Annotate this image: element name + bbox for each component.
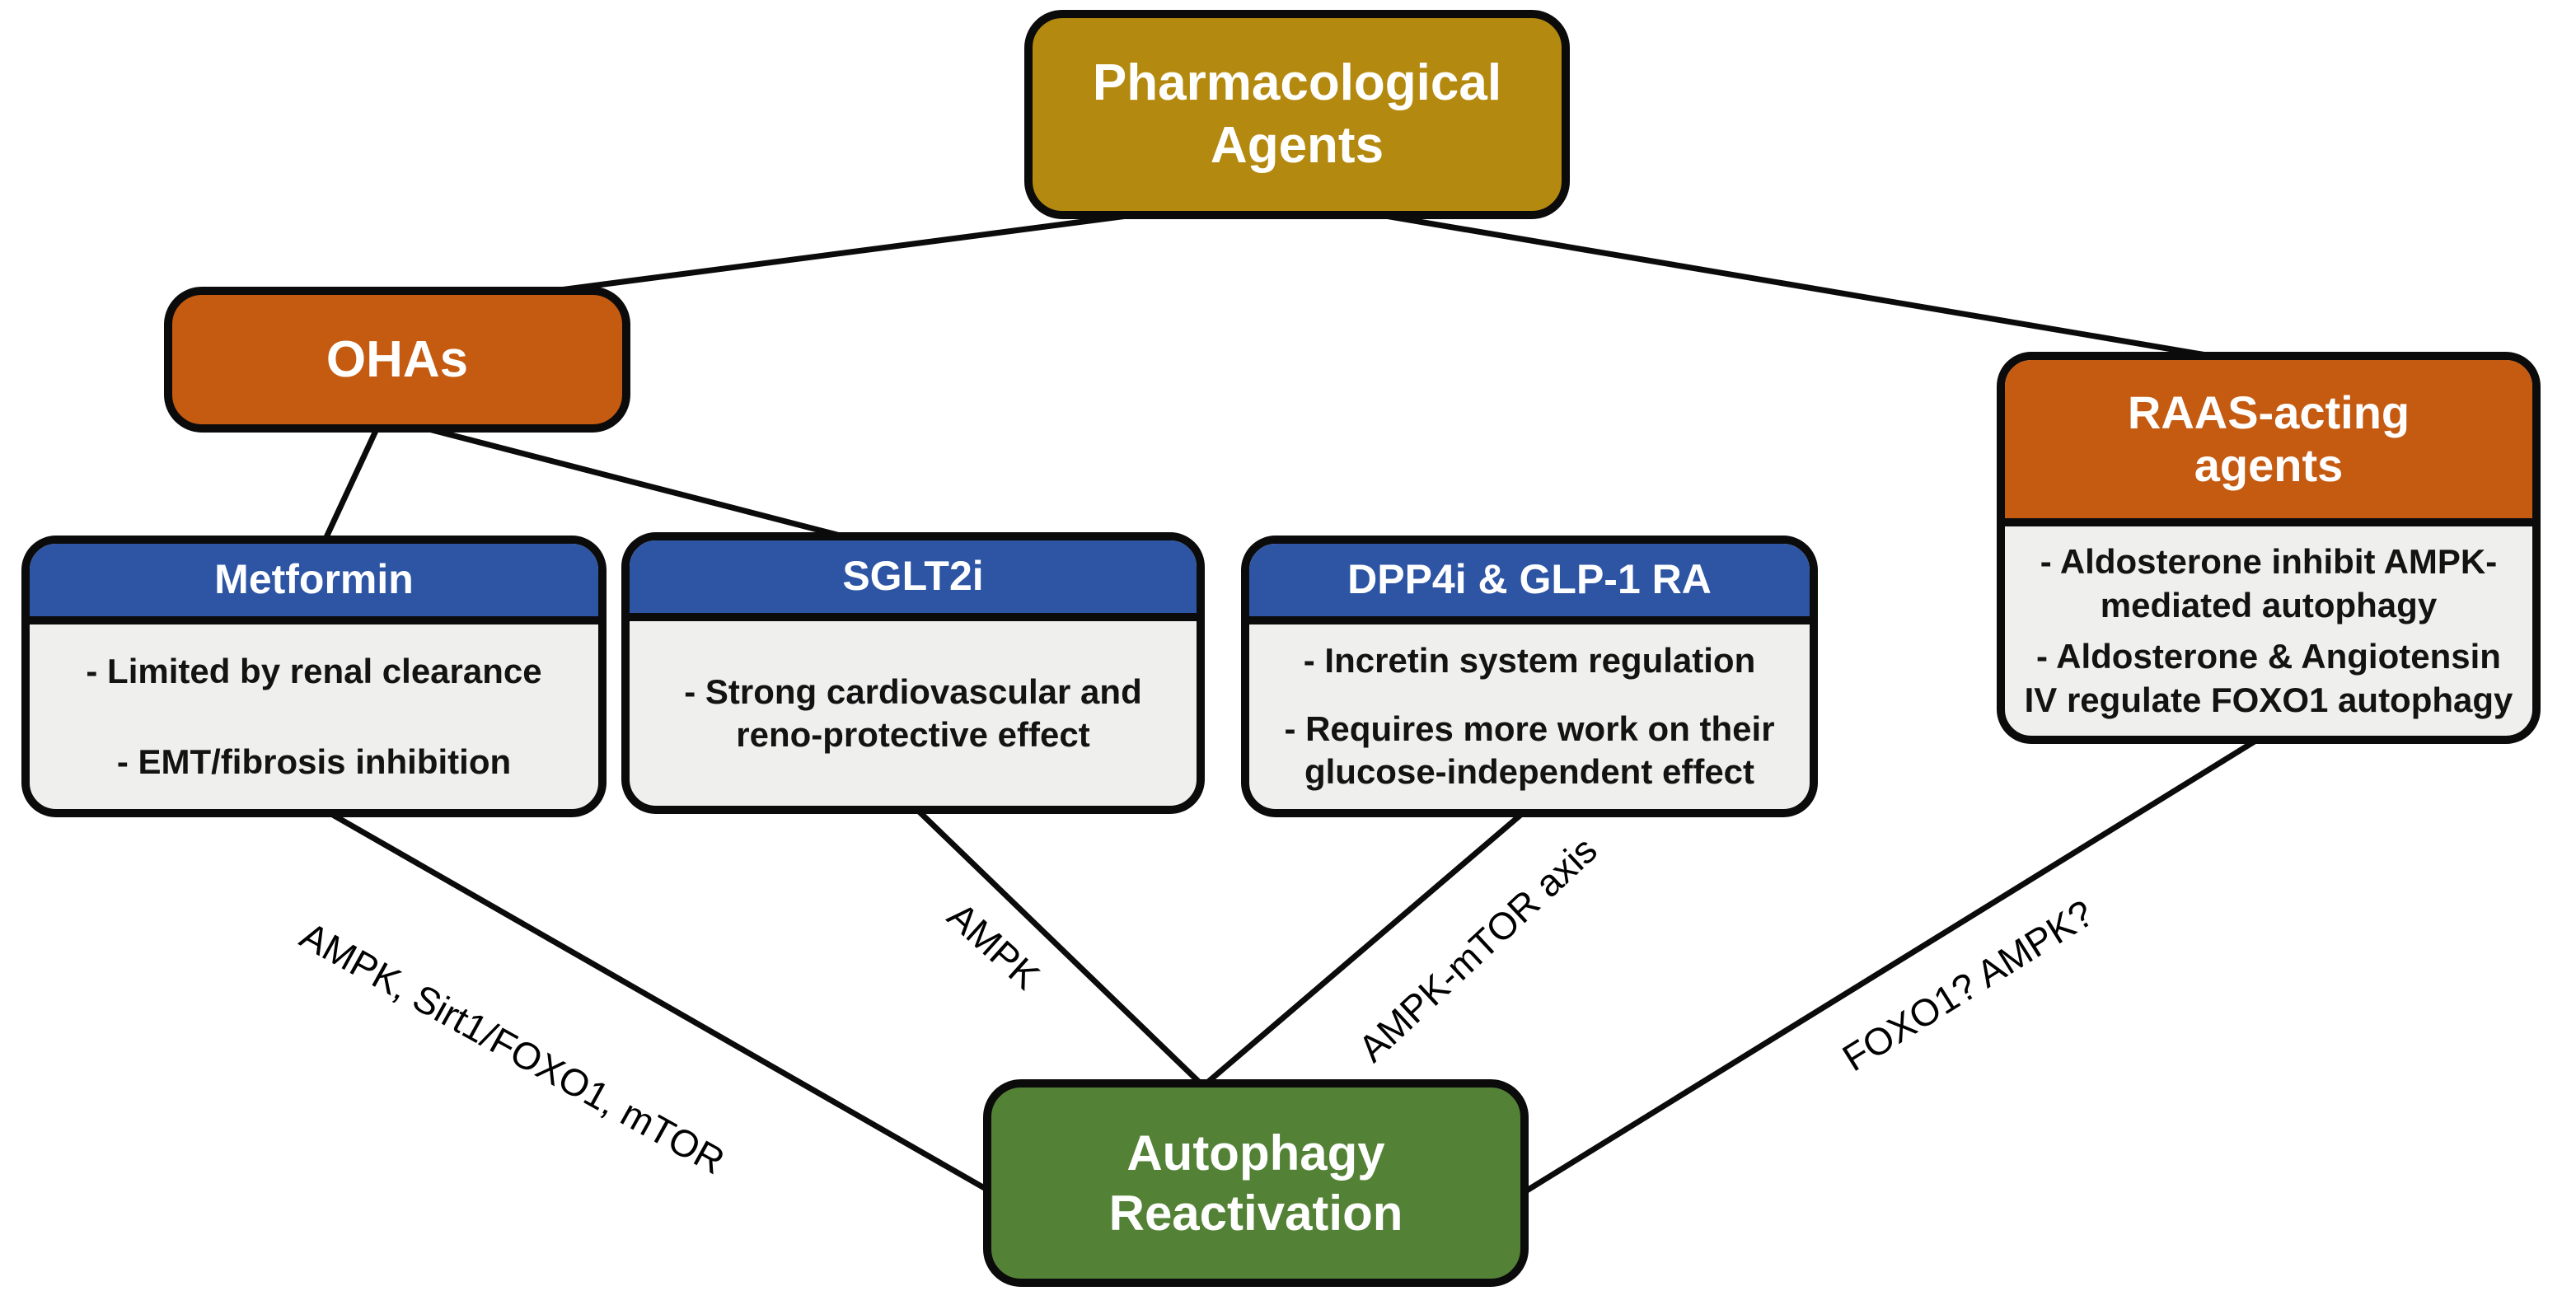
bullet-raas-2: - Aldosterone & Angiotensin IV regulate … [2024,637,2513,719]
bullet-dpp4i-2: - Requires more work on their glucose-in… [1284,709,1775,792]
node-pharmacological-agents-label: Pharmacological Agents [1092,54,1502,174]
node-metformin-body: - Limited by renal clearance - EMT/fibro… [30,624,598,809]
node-metformin: Metformin - Limited by renal clearance -… [21,536,607,817]
node-sglt2i-body: - Strong cardiovascular and reno-protect… [630,621,1197,806]
edge-metformin-autophagy [318,804,995,1196]
edge-pharmacological-raas [1326,203,2275,370]
edge-dpp4i-autophagy [1199,805,1532,1090]
bullet-metformin-1: - Limited by renal clearance [86,651,542,690]
node-raas-acting-agents-body: - Aldosterone inhibit AMPK- mediated aut… [2005,526,2532,736]
node-dpp4i-glp1ra: DPP4i & GLP-1 RA - Incretin system regul… [1241,536,1818,817]
node-ohas-label: OHAs [326,330,469,388]
node-autophagy-reactivation: Autophagy Reactivation [983,1079,1529,1287]
bullet-dpp4i-1: - Incretin system regulation [1303,641,1756,681]
bullet-raas-1: - Aldosterone inhibit AMPK- mediated aut… [2040,542,2498,624]
node-dpp4i-glp1ra-body: - Incretin system regulation - Requires … [1249,624,1810,809]
node-dpp4i-glp1ra-header: DPP4i & GLP-1 RA [1249,544,1810,624]
edge-sglt2i-autophagy [911,803,1207,1090]
node-ohas: OHAs [164,287,630,433]
node-metformin-header: Metformin [30,544,598,624]
node-raas-acting-agents-header: RAAS-acting agents [2005,360,2532,526]
bullet-metformin-2: - EMT/fibrosis inhibition [116,742,512,781]
node-pharmacological-agents: Pharmacological Agents [1024,10,1570,219]
node-autophagy-reactivation-label: Autophagy Reactivation [1108,1125,1403,1241]
node-dpp4i-glp1ra-title: DPP4i & GLP-1 RA [1347,556,1712,603]
node-sglt2i-title: SGLT2i [842,553,984,600]
node-sglt2i: SGLT2i - Strong cardiovascular and reno-… [621,532,1205,814]
node-sglt2i-header: SGLT2i [630,540,1197,621]
node-raas-acting-agents: RAAS-acting agents - Aldosterone inhibit… [1997,352,2541,744]
edge-ohas-sglt2i [393,417,873,547]
node-raas-acting-agents-title: RAAS-acting agents [2127,386,2410,491]
node-metformin-title: Metformin [214,556,414,603]
edge-pharmacological-ohas [477,203,1204,304]
bullet-sglt2i-1: - Strong cardiovascular and reno-protect… [684,671,1142,755]
edge-ohas-metformin [318,419,384,550]
edge-raas-autophagy [1521,731,2269,1195]
